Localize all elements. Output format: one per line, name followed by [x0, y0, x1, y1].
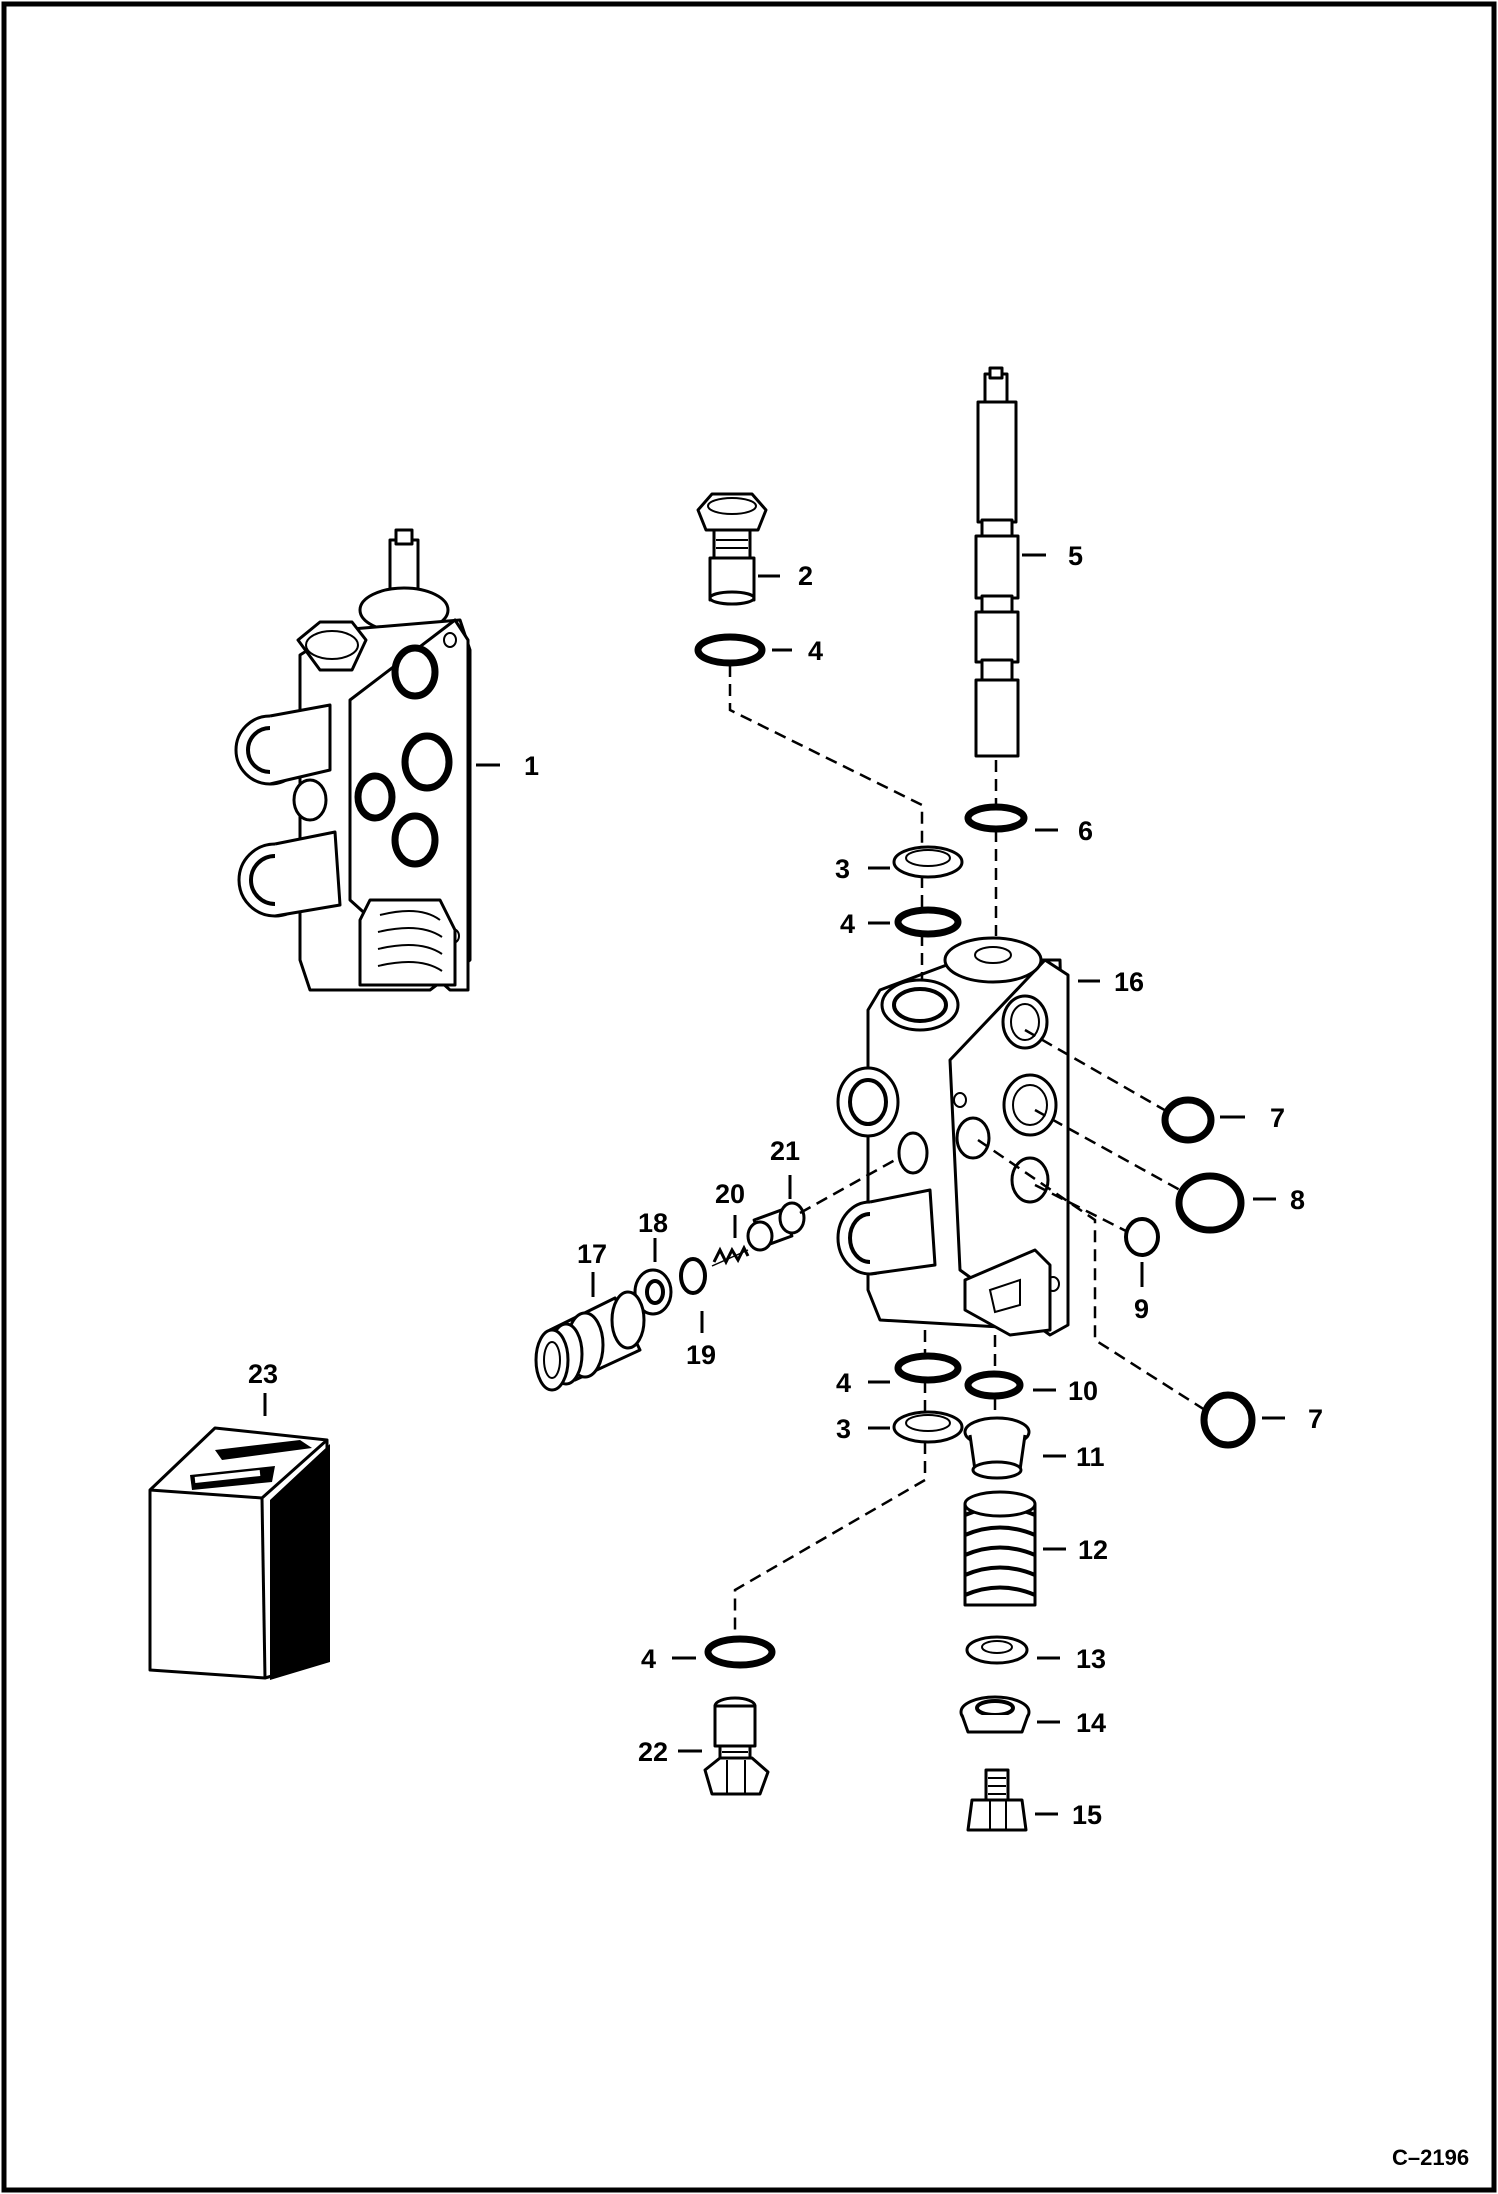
part-21-poppet [746, 1201, 806, 1252]
callout-10: 10 [1068, 1376, 1098, 1406]
part-16-valve-body [836, 936, 1070, 1337]
part-23-seal-kit [148, 1426, 330, 1680]
callout-18: 18 [638, 1208, 668, 1238]
part-18-washer [633, 1268, 673, 1316]
callout-20: 20 [715, 1179, 745, 1209]
part-14-spring-seat [959, 1695, 1031, 1734]
part-4-o-ring-third [894, 1352, 962, 1384]
callout-12: 12 [1078, 1535, 1108, 1565]
assembly-dashed-lines [728, 665, 1206, 1638]
callout-17: 17 [577, 1239, 607, 1269]
part-9-o-ring [1124, 1217, 1160, 1257]
callout-15: 15 [1072, 1800, 1102, 1830]
callout-labels: 1 2 4 5 6 3 4 16 7 8 9 7 21 20 18 17 19 … [248, 541, 1323, 1830]
part-13-washer [965, 1635, 1029, 1665]
callout-7-lower: 7 [1308, 1404, 1323, 1434]
callout-16: 16 [1114, 967, 1144, 997]
part-10-o-ring [964, 1370, 1024, 1400]
callout-8: 8 [1290, 1185, 1305, 1215]
part-4-o-ring-second [894, 906, 962, 938]
callout-23: 23 [248, 1359, 278, 1389]
callout-3-top: 3 [835, 854, 850, 884]
part-20-spring [711, 1244, 750, 1267]
part-15-cap-screw [966, 1768, 1028, 1832]
part-4-o-ring-top [694, 633, 766, 667]
callout-7-upper: 7 [1270, 1103, 1285, 1133]
part-1-valve-section-assembly [234, 528, 472, 992]
part-11-spring-seat [963, 1416, 1031, 1480]
callout-4-second: 4 [840, 909, 855, 939]
part-4-o-ring-bottom [704, 1635, 776, 1669]
part-7-o-ring-lower [1200, 1391, 1256, 1449]
callout-21: 21 [770, 1136, 800, 1166]
callout-2: 2 [798, 561, 813, 591]
part-12-centering-spring [963, 1490, 1037, 1607]
part-19-ring [679, 1257, 707, 1295]
part-17-relief-plug [534, 1290, 646, 1392]
callout-4-top: 4 [808, 636, 823, 666]
callout-22: 22 [638, 1737, 668, 1767]
part-22-plug [703, 1696, 770, 1796]
callout-13: 13 [1076, 1644, 1106, 1674]
callout-19: 19 [686, 1340, 716, 1370]
callout-3-lower: 3 [836, 1414, 851, 1444]
drawing-code: C–2196 [1392, 2145, 1469, 2170]
callout-1: 1 [524, 751, 539, 781]
callout-6: 6 [1078, 816, 1093, 846]
part-6-o-ring [964, 803, 1028, 833]
part-3-backup-ring-lower [892, 1410, 964, 1444]
callout-9: 9 [1134, 1294, 1149, 1324]
callout-11: 11 [1076, 1442, 1105, 1472]
part-8-o-ring [1175, 1172, 1245, 1234]
callout-4-bottom: 4 [641, 1644, 656, 1674]
callout-14: 14 [1076, 1708, 1106, 1738]
part-7-o-ring-upper [1161, 1096, 1215, 1144]
callout-5: 5 [1068, 541, 1083, 571]
part-2-plug [696, 492, 768, 606]
part-5-spool [974, 366, 1020, 758]
callout-4-third: 4 [836, 1368, 851, 1398]
callout-leader-lines [263, 553, 1285, 1816]
part-3-backup-ring-top [892, 845, 964, 879]
